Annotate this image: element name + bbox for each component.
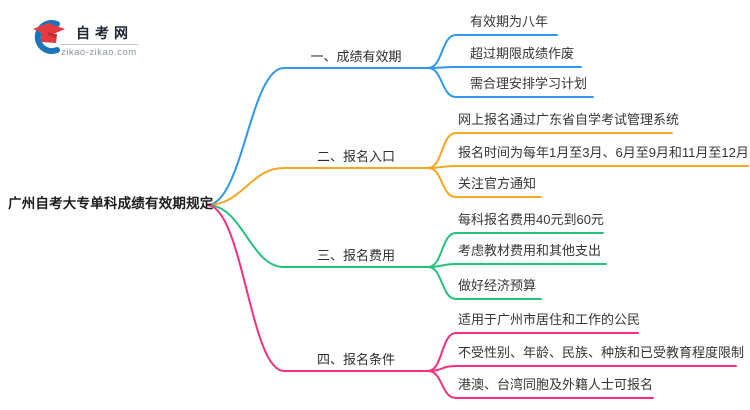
branch-2-child-3-line: [427, 167, 542, 198]
branch-1-child-2-line: [427, 66, 582, 69]
graduation-cap-icon: [33, 20, 65, 54]
branch-3-child-1-line: [427, 232, 604, 268]
branch-4-child-3-line: [427, 370, 654, 399]
branch-3-child-2-line: [427, 263, 607, 268]
branch-2-child-1: 网上报名通过广东省自学考试管理系统: [458, 112, 680, 127]
branch-3-node: 三、报名费用: [316, 248, 395, 263]
branch-1-lines: [206, 34, 594, 206]
branch-1-child-1-line: [427, 34, 558, 69]
site-name: 自考网: [76, 25, 133, 41]
branch-3-root-curve: [206, 204, 285, 268]
branch-1-root-curve: [206, 67, 285, 206]
branch-1-child-3: 需合理安排学习计划: [470, 76, 588, 91]
branch-4-lines: [206, 204, 737, 399]
branch-4-child-1-line: [427, 332, 639, 372]
mindmap-root-node: 广州自考大专单科成绩有效期规定: [8, 196, 214, 211]
branch-3-child-1: 每科报名费用40元到60元: [458, 212, 604, 227]
branch-3-child-3-line: [427, 266, 542, 300]
logo-divider: [60, 44, 138, 45]
branch-2-child-1-line: [427, 132, 673, 169]
branch-1-child-2: 超过期限成绩作废: [470, 46, 575, 61]
branch-3-child-3: 做好经济预算: [458, 278, 537, 293]
branch-2-child-2-line: [427, 165, 749, 169]
branch-2-node: 二、报名入口: [316, 149, 395, 164]
branch-4-child-2: 不受性别、年龄、民族、种族和已受教育程度限制: [458, 345, 745, 360]
site-url: zikao-zikao.com: [61, 47, 137, 58]
branch-2-root-curve: [206, 167, 285, 206]
branch-3-child-2: 考虑教材费用和其他支出: [458, 243, 602, 258]
branch-4-child-3: 港澳、台湾同胞及外籍人士可报名: [458, 377, 654, 392]
branch-2-lines: [206, 132, 749, 206]
branch-2-child-2: 报名时间为每年1月至3月、6月至9月和11月至12月: [458, 145, 749, 160]
branch-4-child-2-line: [427, 365, 737, 372]
branch-1-child-3-line: [427, 67, 594, 98]
branch-4-root-curve: [206, 204, 285, 372]
branch-3-lines: [206, 204, 607, 300]
branch-1-child-1: 有效期为八年: [470, 14, 549, 29]
branch-4-child-1: 适用于广州市居住和工作的公民: [458, 312, 641, 327]
site-logo: 自考网 zikao-zikao.com: [28, 18, 158, 60]
branch-1-node: 一、成绩有效期: [310, 49, 402, 64]
branch-2-child-3: 关注官方通知: [458, 176, 537, 191]
branch-4-node: 四、报名条件: [316, 352, 395, 367]
